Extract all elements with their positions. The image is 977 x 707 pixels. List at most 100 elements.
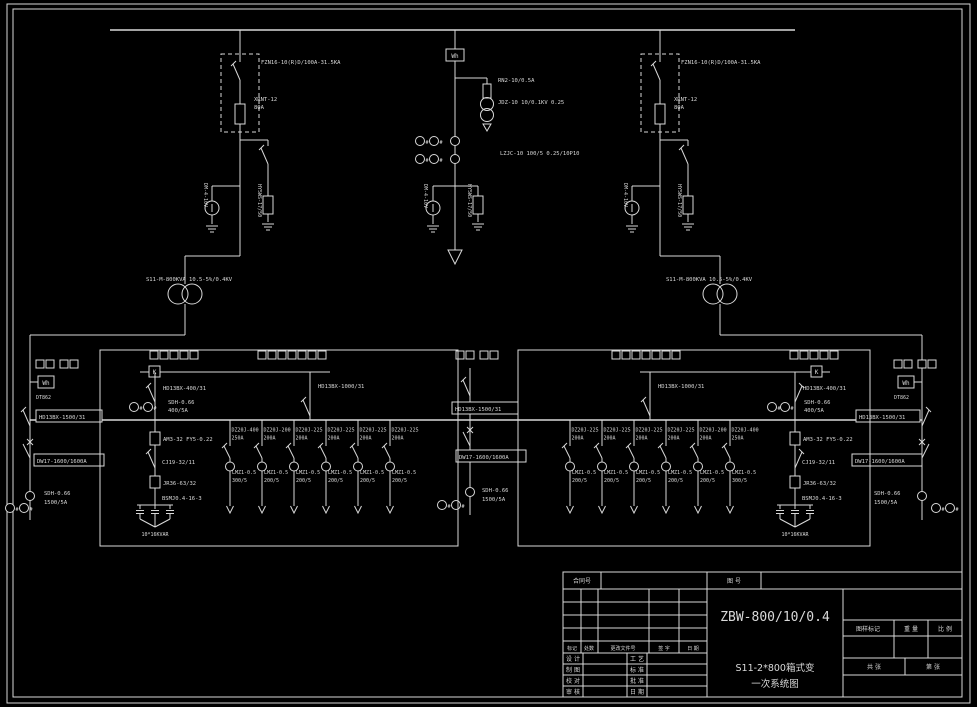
cap-ct-ratio-label: 400/5A (168, 408, 189, 414)
cap-ct-ratio-label: 400/5A (804, 408, 825, 414)
feeder-ct-label: LMZ1-0.5 (328, 470, 352, 476)
load-break-switch-symbol (650, 57, 661, 85)
energy-meter-label: Wh (451, 53, 459, 60)
thermal-relay-label: JR36-63/32 (163, 481, 196, 487)
ct-ratio-label: 1500/5A (874, 500, 898, 506)
phase-mark: # (462, 504, 465, 510)
instrument-circle (767, 402, 777, 412)
feeder-breaker-label: DZ20J-225 (296, 428, 323, 434)
phase-mark: # (942, 507, 945, 513)
feeder-breaker-label: DZ20J-225 (636, 428, 663, 434)
feeder-ct-label: LMZ1-0.5 (668, 470, 692, 476)
phase-mark: # (778, 406, 781, 412)
approve-label: 批 准 (630, 677, 644, 685)
isolator-label: HD13BX-1500/31 (859, 415, 905, 421)
ct-label: SDH-0.66 (44, 491, 71, 497)
contactor-label: CJ19-32/11 (162, 460, 195, 466)
feeder-symbol (317, 419, 331, 514)
meter-model-label: DT862 (36, 395, 51, 401)
feeder-ct-label: LMZ1-0.5 (700, 470, 724, 476)
meter-box (489, 350, 499, 360)
protector-symbol (789, 431, 801, 446)
main-switch-label: HD13BX-1000/31 (658, 384, 704, 390)
phase-mark: # (426, 140, 429, 146)
feeder-symbol (221, 419, 235, 514)
feeder-ct-label: LMZ1-0.5 (360, 470, 384, 476)
instrument-circle (945, 503, 955, 513)
audit-label: 审 核 (566, 688, 580, 696)
feeder-circuit: DZ20J-200 200A LMZ1-0.5 200/5 (689, 419, 727, 514)
ct-label: SDH-0.66 (874, 491, 901, 497)
indicator-label: DM-4-10V (202, 183, 208, 207)
feeder-breaker-label: DZ20J-400 (732, 428, 759, 434)
ct-symbol (450, 154, 460, 164)
fuse-rating-label: 80A (254, 105, 265, 111)
arrester-symbol (682, 195, 694, 215)
kwh-meter-box (897, 375, 915, 389)
feeder-rating-label: 200A (264, 436, 276, 442)
feeder-rating-label: 200A (700, 436, 712, 442)
meter-box (45, 359, 55, 369)
feeder-symbol (253, 419, 267, 514)
protector-label: AM3-32 FY5-0.22 (163, 437, 213, 443)
phase-mark: # (30, 507, 33, 513)
isolator-label: HD13BX-1500/31 (455, 407, 501, 413)
feeder-circuit: DZ20J-225 200A LMZ1-0.5 200/5 (561, 419, 599, 514)
feeder-symbol (561, 419, 575, 514)
relay-label: K (815, 369, 819, 376)
design-label: 设 计 (566, 655, 580, 663)
surge-arrester-symbol (447, 249, 463, 266)
arrester-label: HY5WS-17/50 (676, 184, 682, 217)
rev-count-label: 处数 (584, 645, 594, 652)
transformer-symbol (716, 283, 738, 305)
feeder-ct-ratio-label: 300/5 (232, 478, 247, 484)
feeder-circuit: DZ20J-225 200A LMZ1-0.5 200/5 (349, 419, 387, 514)
thermal-relay-symbol (149, 475, 161, 489)
feeder-ct-label: LMZ1-0.5 (232, 470, 256, 476)
feeder-symbol (285, 419, 299, 514)
instrument-circle (931, 503, 941, 513)
meter-box (465, 350, 475, 360)
fuse-symbol (234, 103, 246, 125)
instrument-circle (451, 500, 461, 510)
ct-ratio-label: 1500/5A (482, 497, 506, 503)
kwh-meter-label: Wh (42, 380, 50, 387)
meter-model-label: DT862 (894, 395, 909, 401)
feeder-rating-label: 200A (296, 436, 308, 442)
feeder-breaker-label: DZ20J-225 (328, 428, 355, 434)
phase-mark: # (16, 507, 19, 513)
pt-label: JDZ-10 10/0.1KV 0.25 (498, 100, 564, 106)
feeder-ct-ratio-label: 200/5 (360, 478, 375, 484)
feeder-ct-label: LMZ1-0.5 (732, 470, 756, 476)
feeder-breaker-label: DZ20J-225 (668, 428, 695, 434)
voltage-transformer-symbol (480, 97, 494, 111)
phase-mark: # (956, 507, 959, 513)
feeder-circuit: DZ20J-400 250A LMZ1-0.5 300/5 (721, 419, 759, 514)
label-box (855, 409, 921, 423)
breaker-label: DW17-1600/1600A (459, 455, 509, 461)
feeder-symbol (349, 419, 363, 514)
meter-box (69, 359, 79, 369)
instrument-circle (437, 500, 447, 510)
feeder-symbol (689, 419, 703, 514)
title-block: 合同号 图 号 ZBW-800/10/0.4 标记 处数 更改文件号 签 字 日… (562, 571, 963, 698)
date-label: 日 期 (630, 688, 644, 696)
feeder-symbol (625, 419, 639, 514)
hv-switch-label: FZN16-10(R)D/100A-31.5KA (261, 60, 341, 66)
meter-box (927, 359, 937, 369)
weight-label: 重 量 (904, 625, 918, 633)
isolator-symbol (20, 403, 31, 431)
feeder-symbol (381, 419, 395, 514)
drawing-title-line2: 一次系统图 (751, 678, 799, 690)
meter-box (455, 350, 465, 360)
earthing-switch-symbol (258, 141, 269, 169)
relay-box (810, 365, 823, 378)
ct-ratio-label: 1500/5A (44, 500, 68, 506)
contactor-label: CJ19-32/11 (802, 460, 835, 466)
feeder-breaker-label: DZ20J-225 (360, 428, 387, 434)
feeder-circuit: DZ20J-400 250A LMZ1-0.5 300/5 (221, 419, 259, 514)
main-switch-label: HD13BX-1000/31 (318, 384, 364, 390)
feeder-rating-label: 250A (732, 436, 744, 442)
voltage-transformer-symbol (480, 108, 494, 122)
